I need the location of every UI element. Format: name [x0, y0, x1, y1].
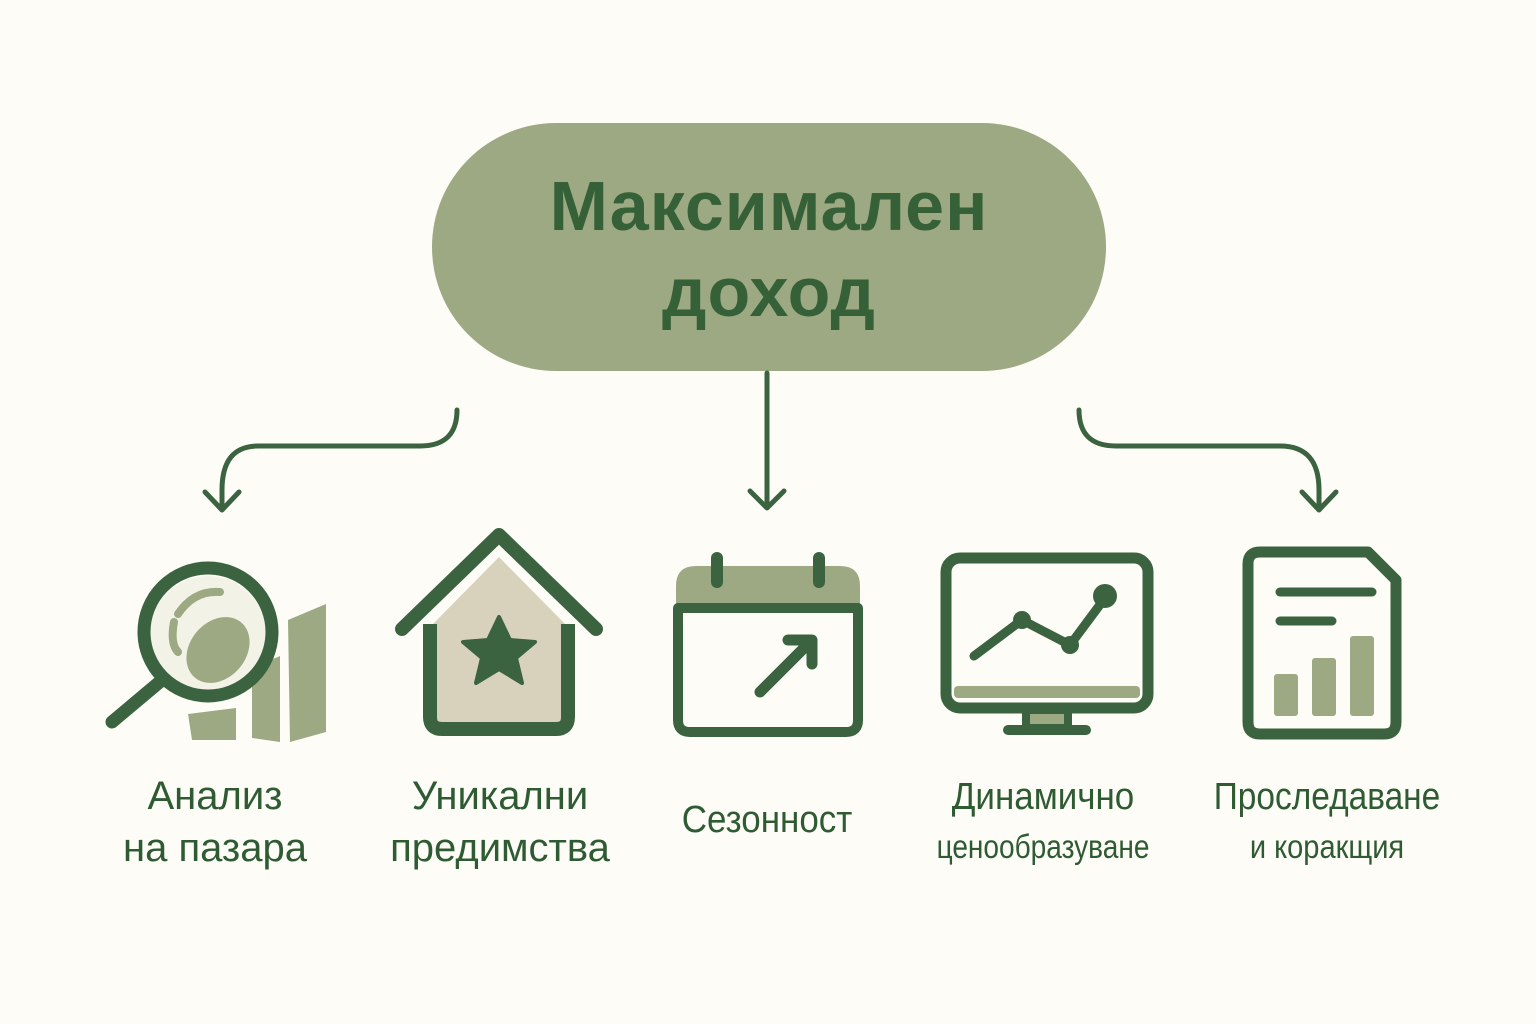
arrow-left-head	[202, 489, 242, 513]
label-dynamic-pricing: Динамично ценообразуване	[936, 776, 1150, 865]
magnifier-map-icon	[105, 561, 326, 742]
calendar-arrow-icon	[673, 552, 863, 737]
report-bars-icon	[1242, 546, 1402, 740]
root-title-line1: Максимален	[549, 167, 989, 245]
arrow-left	[219, 407, 460, 511]
label-tracking-correction: Проследаване и коракщия	[1213, 776, 1441, 865]
label-unique-advantages: Уникални предимства	[390, 774, 610, 870]
root-node-max-income: Максимален доход	[432, 123, 1106, 371]
arrow-right-head	[1299, 489, 1339, 513]
house-star-icon	[395, 528, 603, 736]
root-title-line2: доход	[662, 253, 876, 331]
monitor-chart-icon	[940, 552, 1154, 735]
arrow-center-head	[747, 488, 787, 511]
label-seasonality: Сезонност	[681, 799, 853, 841]
label-market-analysis: Анализ на пазара	[123, 774, 307, 870]
arrow-right	[1076, 407, 1322, 511]
